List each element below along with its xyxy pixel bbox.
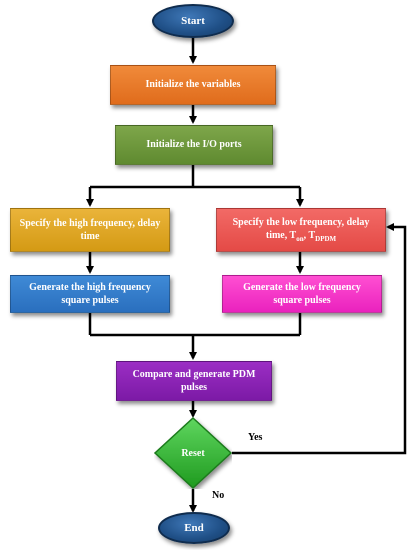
no-label: No [212,490,225,501]
generate-low-frequency-box: Generate the low frequency square pulses [222,275,382,313]
reset-decision-diamond [154,417,232,489]
specify-low-frequency-label: Specify the low frequency, delay time, T… [232,216,370,244]
arrow-reset-yes-loop [232,223,407,455]
start-node: Start [152,4,234,38]
end-node: End [158,512,230,544]
generate-high-frequency-box: Generate the high frequency square pulse… [10,275,170,313]
initialize-io-ports-box: Initialize the I/O ports [115,125,273,165]
initialize-variables-box: Initialize the variables [110,65,276,105]
reset-decision-label: Reset [181,447,205,459]
specify-low-frequency-box: Specify the low frequency, delay time, T… [216,208,386,252]
yes-label: Yes [248,432,263,443]
specify-high-frequency-box: Specify the high frequency, delay time [10,208,170,252]
compare-generate-pdm-box: Compare and generate PDM pulses [116,361,272,401]
